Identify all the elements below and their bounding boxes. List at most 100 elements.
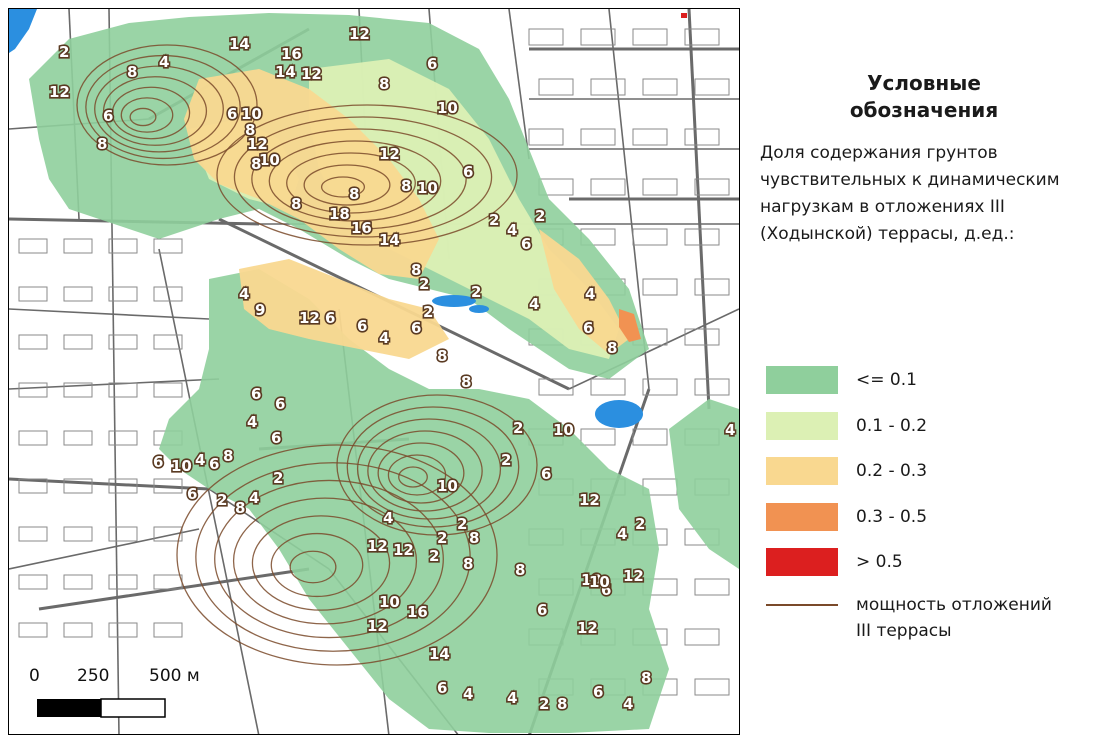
isoline-label: 6 xyxy=(601,581,611,599)
isoline-label: 6 xyxy=(437,679,447,697)
building-outline xyxy=(153,334,183,350)
legend-title: Условные обозначения xyxy=(774,70,1074,124)
building-outline xyxy=(642,78,678,96)
building-outline xyxy=(63,382,93,398)
thickness-isolines xyxy=(76,44,538,666)
legend-item-class-4: 0.3 - 0.5 xyxy=(766,503,927,531)
isoline-label: 8 xyxy=(349,185,359,203)
isoline-label: 4 xyxy=(507,221,517,239)
isoline-label: 8 xyxy=(461,373,471,391)
building-outline xyxy=(538,78,574,96)
legend-item-class-1: <= 0.1 xyxy=(766,366,917,394)
pond-small-1 xyxy=(432,295,476,307)
isoline-label: 12 xyxy=(393,541,414,559)
isoline xyxy=(195,462,471,652)
building-outline xyxy=(153,526,183,542)
isoline xyxy=(356,418,502,520)
isoline-label: 4 xyxy=(507,689,517,707)
isoline-label: 18 xyxy=(329,205,350,223)
isoline-label: 6 xyxy=(521,235,531,253)
isoline-label: 12 xyxy=(299,309,320,327)
scale-label-500: 500 м xyxy=(149,666,200,686)
building-outline xyxy=(153,286,183,302)
zone-class-3-east xyxy=(539,229,629,354)
isoline-label: 8 xyxy=(401,177,411,195)
isoline xyxy=(320,176,366,198)
isoline xyxy=(251,128,467,230)
isoline-label: 4 xyxy=(463,685,473,703)
isoline-label: 12 xyxy=(49,83,70,101)
isoline xyxy=(120,97,174,133)
isoline-label: 10 xyxy=(171,457,192,475)
isoline-label: 6 xyxy=(103,107,113,125)
isoline-label: 4 xyxy=(247,413,257,431)
building-outline xyxy=(538,378,574,396)
isoline-label: 6 xyxy=(325,309,335,327)
isoline-label: 2 xyxy=(635,515,645,533)
isoline xyxy=(176,444,498,666)
building-outline xyxy=(18,430,48,446)
zone-class-3-west xyxy=(239,259,449,359)
isoline-label: 2 xyxy=(457,515,467,533)
building-outline xyxy=(580,428,616,446)
isoline xyxy=(270,532,364,598)
building-outline xyxy=(642,378,678,396)
building-outline xyxy=(108,574,138,590)
isoline-label: 2 xyxy=(501,451,511,469)
isoline xyxy=(214,479,444,639)
isoline-label: 10 xyxy=(417,179,438,197)
scale-label-250: 250 xyxy=(77,666,109,686)
isoline-label: 2 xyxy=(539,695,549,713)
isoline-label: 12 xyxy=(579,491,600,509)
isoline-label: 2 xyxy=(437,529,447,547)
isoline-label: 4 xyxy=(623,695,633,713)
isoline-label: 8 xyxy=(223,447,233,465)
building-outline xyxy=(18,526,48,542)
building-outline xyxy=(108,286,138,302)
isoline-label: 10 xyxy=(259,151,280,169)
isoline-label: 4 xyxy=(249,489,259,507)
isoline-label: 6 xyxy=(357,317,367,335)
building-outline xyxy=(694,78,730,96)
isoline xyxy=(268,140,442,222)
isoline-label: 2 xyxy=(489,211,499,229)
building-outline xyxy=(632,228,668,246)
legend-swatch-class-1 xyxy=(766,366,838,394)
building-outline xyxy=(108,622,138,638)
building-outline xyxy=(108,382,138,398)
isoline-label: 6 xyxy=(187,485,197,503)
isoline-label: 8 xyxy=(411,261,421,279)
legend-swatch-class-2 xyxy=(766,412,838,440)
building-outline xyxy=(18,286,48,302)
isoline-label: 6 xyxy=(593,683,603,701)
zone-class-4 xyxy=(619,309,641,342)
building-outline xyxy=(528,28,564,46)
isoline xyxy=(94,65,224,153)
isoline-label: 6 xyxy=(427,55,437,73)
zone-class-1-east xyxy=(669,399,739,569)
legend-item-class-5: > 0.5 xyxy=(766,548,903,576)
isoline-label: 16 xyxy=(351,219,372,237)
isoline-label: 8 xyxy=(245,121,255,139)
legend-label-class-1: <= 0.1 xyxy=(856,370,917,390)
isoline-label: 4 xyxy=(585,285,595,303)
isoline-label: 6 xyxy=(275,395,285,413)
legend-description: Доля содержания грунтов чувствительных к… xyxy=(760,143,1060,244)
isoline-label: 12 xyxy=(301,65,322,83)
building-outline xyxy=(580,28,616,46)
building-outline xyxy=(108,526,138,542)
isoline-label: 8 xyxy=(291,195,301,213)
building-outline xyxy=(18,238,48,254)
building-outline xyxy=(590,178,626,196)
isoline-label: 10 xyxy=(437,477,458,495)
isoline-label: 2 xyxy=(273,469,283,487)
building-outline xyxy=(108,238,138,254)
road-segment xyxy=(508,9,530,160)
isoline-label: 6 xyxy=(227,105,237,123)
isoline-label: 4 xyxy=(195,451,205,469)
isoline-label: 8 xyxy=(469,529,479,547)
isoline-label: 8 xyxy=(641,669,651,687)
